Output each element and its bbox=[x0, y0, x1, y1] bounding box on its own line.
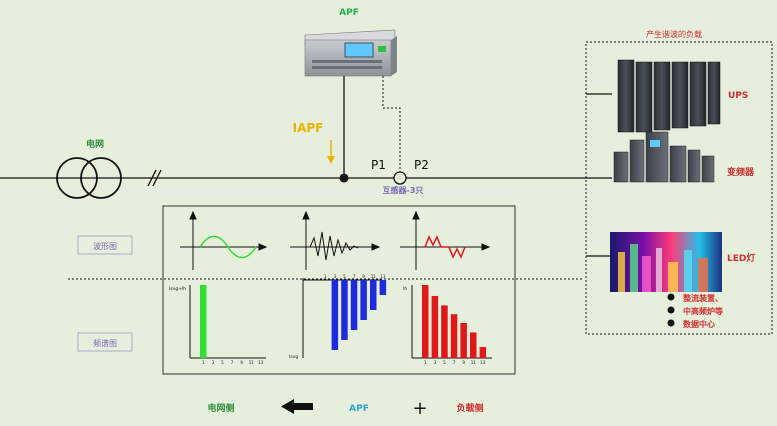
spectrum-label-box bbox=[77, 332, 133, 352]
spectrum-bar-load-9 bbox=[460, 322, 467, 358]
spectrum-bar-apf-13 bbox=[379, 280, 387, 295]
waveform-axes bbox=[180, 210, 491, 270]
spectrum-tick-load-5: 5 bbox=[443, 360, 446, 365]
led-label: LED灯 bbox=[727, 252, 755, 264]
spectrum-tick-grid-5: 5 bbox=[221, 360, 224, 365]
spectrum-tick-apf-9: 9 bbox=[362, 274, 365, 279]
line-break-mark bbox=[147, 169, 162, 187]
spectrum-tick-grid-13: 13 bbox=[258, 360, 264, 365]
transformer-icon bbox=[56, 157, 122, 199]
bottom-apf-label: APF bbox=[349, 404, 369, 414]
apf-compensation-waveform bbox=[309, 231, 359, 261]
spectrum-bar-load-13 bbox=[479, 347, 487, 358]
spectrum-tick-apf-7: 7 bbox=[353, 274, 356, 279]
spectrum-tick-load-13: 13 bbox=[480, 360, 486, 365]
spectrum-bar-apf-7 bbox=[350, 280, 358, 330]
spectrum-bar-load-3 bbox=[431, 295, 439, 358]
spectrum-tick-apf-11: 11 bbox=[371, 274, 377, 279]
load-harmonic-waveform bbox=[424, 235, 466, 259]
spectrum-tick-apf-13: 13 bbox=[380, 274, 386, 279]
spectrum-bar-load-5 bbox=[441, 305, 448, 358]
bottom-grid-label: 电网侧 bbox=[207, 402, 234, 414]
spectrum-tick-grid-7: 7 bbox=[231, 360, 234, 365]
current-transformer-icon bbox=[393, 171, 407, 185]
spectrum-tick-load-7: 7 bbox=[453, 360, 456, 365]
spectrum-bar-load-1 bbox=[422, 285, 429, 358]
p1-label: P1 bbox=[371, 158, 386, 172]
spectrum-bar-load-11 bbox=[470, 332, 477, 358]
ups-label: UPS bbox=[728, 91, 748, 101]
iapf-arrow-icon bbox=[327, 140, 335, 164]
bottom-load-label: 负载侧 bbox=[456, 402, 483, 414]
apf-title: APF bbox=[339, 8, 359, 18]
spectrum-tick-grid-3: 3 bbox=[212, 360, 215, 365]
spectrum-tick-grid-11: 11 bbox=[249, 360, 255, 365]
apf-device-icon bbox=[304, 29, 397, 77]
led-city-image bbox=[610, 232, 722, 292]
spectrum-tick-grid-9: 9 bbox=[240, 360, 243, 365]
p2-label: P2 bbox=[414, 158, 429, 172]
bullet-furnace: 中高频炉等 bbox=[683, 306, 723, 316]
waveform-label-box bbox=[77, 235, 133, 255]
analysis-box bbox=[162, 205, 516, 375]
spectrum-bar-load-7 bbox=[450, 314, 458, 358]
vfd-label: 变频器 bbox=[727, 166, 755, 178]
grid-sine-waveform bbox=[199, 235, 257, 259]
spectrum-bar-apf-9 bbox=[360, 280, 367, 320]
bullet-datacenter: 数据中心 bbox=[683, 319, 715, 329]
spectrum-bar-grid-1 bbox=[200, 285, 207, 358]
waveform-label: 波形图 bbox=[93, 241, 117, 251]
ups-cabinet-icon bbox=[617, 59, 721, 133]
spectrum-tick-apf-1: 1 bbox=[324, 274, 327, 279]
spectrum-tick-load-9: 9 bbox=[462, 360, 465, 365]
y-label-right: Ih bbox=[403, 286, 407, 292]
y-label-left: Isvg+Ih bbox=[169, 286, 186, 292]
bullet-rectifier: 整流装置、 bbox=[682, 293, 723, 303]
loads-title: 产生谐波的负载 bbox=[646, 29, 702, 39]
iapf-label: IAPF bbox=[293, 121, 324, 135]
ct-label: 互感器-3只 bbox=[383, 185, 424, 195]
grid-label: 电网 bbox=[86, 138, 104, 150]
spectrum-tick-load-3: 3 bbox=[434, 360, 437, 365]
loads-box bbox=[585, 41, 773, 335]
spectrum-label: 频谱图 bbox=[93, 338, 117, 348]
y-label-mid: Isvg bbox=[289, 354, 298, 360]
junction-node bbox=[339, 173, 349, 183]
spectrum-tick-apf-5: 5 bbox=[343, 274, 346, 279]
bullet-dots bbox=[667, 293, 675, 327]
spectrum-tick-load-1: 1 bbox=[424, 360, 427, 365]
plus-sign: + bbox=[412, 398, 427, 419]
vfd-units-icon bbox=[613, 131, 715, 183]
bottom-left-arrow-icon bbox=[281, 399, 313, 414]
spectrum-bar-apf-11 bbox=[370, 280, 377, 310]
spectrum-bar-apf-3 bbox=[331, 280, 339, 350]
ct-signal-line bbox=[382, 76, 401, 172]
spectrum-tick-grid-1: 1 bbox=[202, 360, 205, 365]
spectrum-tick-apf-3: 3 bbox=[334, 274, 337, 279]
spectrum-bar-apf-5 bbox=[341, 280, 348, 340]
spectrum-tick-load-11: 11 bbox=[471, 360, 477, 365]
